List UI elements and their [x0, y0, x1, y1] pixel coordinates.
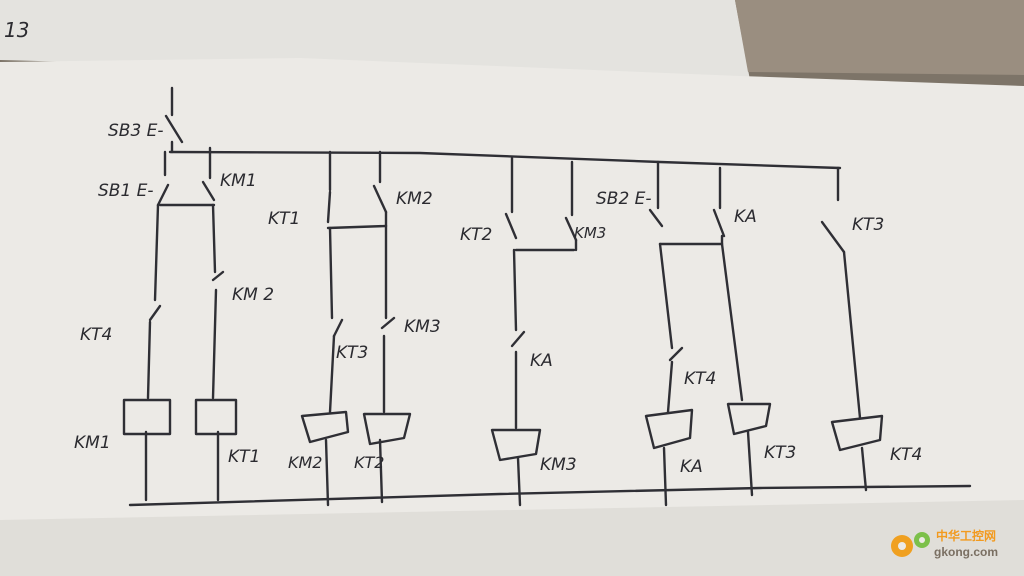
gear-icon	[919, 537, 925, 543]
coil-kt4	[830, 414, 884, 452]
coils	[122, 398, 884, 462]
label-ka-nc: KA	[530, 351, 553, 371]
corner-text: 13	[4, 18, 29, 42]
label-coil-kt3: KT3	[764, 443, 796, 463]
label-sb1: SB1 E-	[98, 181, 154, 201]
coil-km3	[490, 428, 542, 462]
ladder-wiring	[128, 86, 972, 507]
label-kt4-contact-2: KT4	[684, 369, 716, 389]
coil-km1	[122, 398, 172, 436]
desk-corner	[735, 0, 1024, 75]
label-coil-kt1: KT1	[228, 447, 260, 467]
coil-kt3	[726, 402, 772, 436]
label-coil-kt4: KT4	[890, 445, 922, 465]
paper-sheet	[0, 58, 1024, 576]
label-coil-km1: KM1	[74, 433, 111, 453]
gear-icon	[898, 542, 906, 550]
paper-shadow	[0, 500, 1024, 576]
label-kt3-nc: KT3	[336, 343, 368, 363]
label-sb3: SB3 E-	[108, 121, 164, 141]
label-km2-contact-top: KM2	[396, 189, 433, 209]
label-sb2: SB2 E-	[596, 189, 652, 209]
coil-kt1	[194, 398, 238, 436]
watermark-site: gkong.com	[934, 545, 998, 559]
labels: SB3 E- SB1 E- KM1 KM2 KT1 KT2 KM3 SB2 E-…	[74, 121, 922, 477]
label-kt1-contact: KT1	[268, 209, 300, 229]
label-km2-contact: KM 2	[232, 285, 274, 305]
label-ka-contact: KA	[734, 207, 757, 227]
label-kt4-contact-1: KT4	[80, 325, 112, 345]
label-coil-km3: KM3	[540, 455, 577, 475]
watermark-cn: 中华工控网	[936, 528, 996, 543]
label-coil-km2: KM2	[288, 453, 322, 472]
coil-km2	[300, 410, 350, 444]
label-km3-contact-top: KM3	[574, 224, 606, 242]
label-kt3-contact: KT3	[852, 215, 884, 235]
label-coil-kt2: KT2	[354, 453, 384, 472]
coil-ka	[644, 408, 694, 450]
watermark: 中华工控网 gkong.com	[891, 528, 998, 559]
label-coil-ka: KA	[680, 457, 703, 477]
label-kt2-contact: KT2	[460, 225, 492, 245]
coil-kt2	[362, 412, 412, 446]
label-km1-contact: KM1	[220, 171, 257, 191]
label-km3-contact: KM3	[404, 317, 441, 337]
